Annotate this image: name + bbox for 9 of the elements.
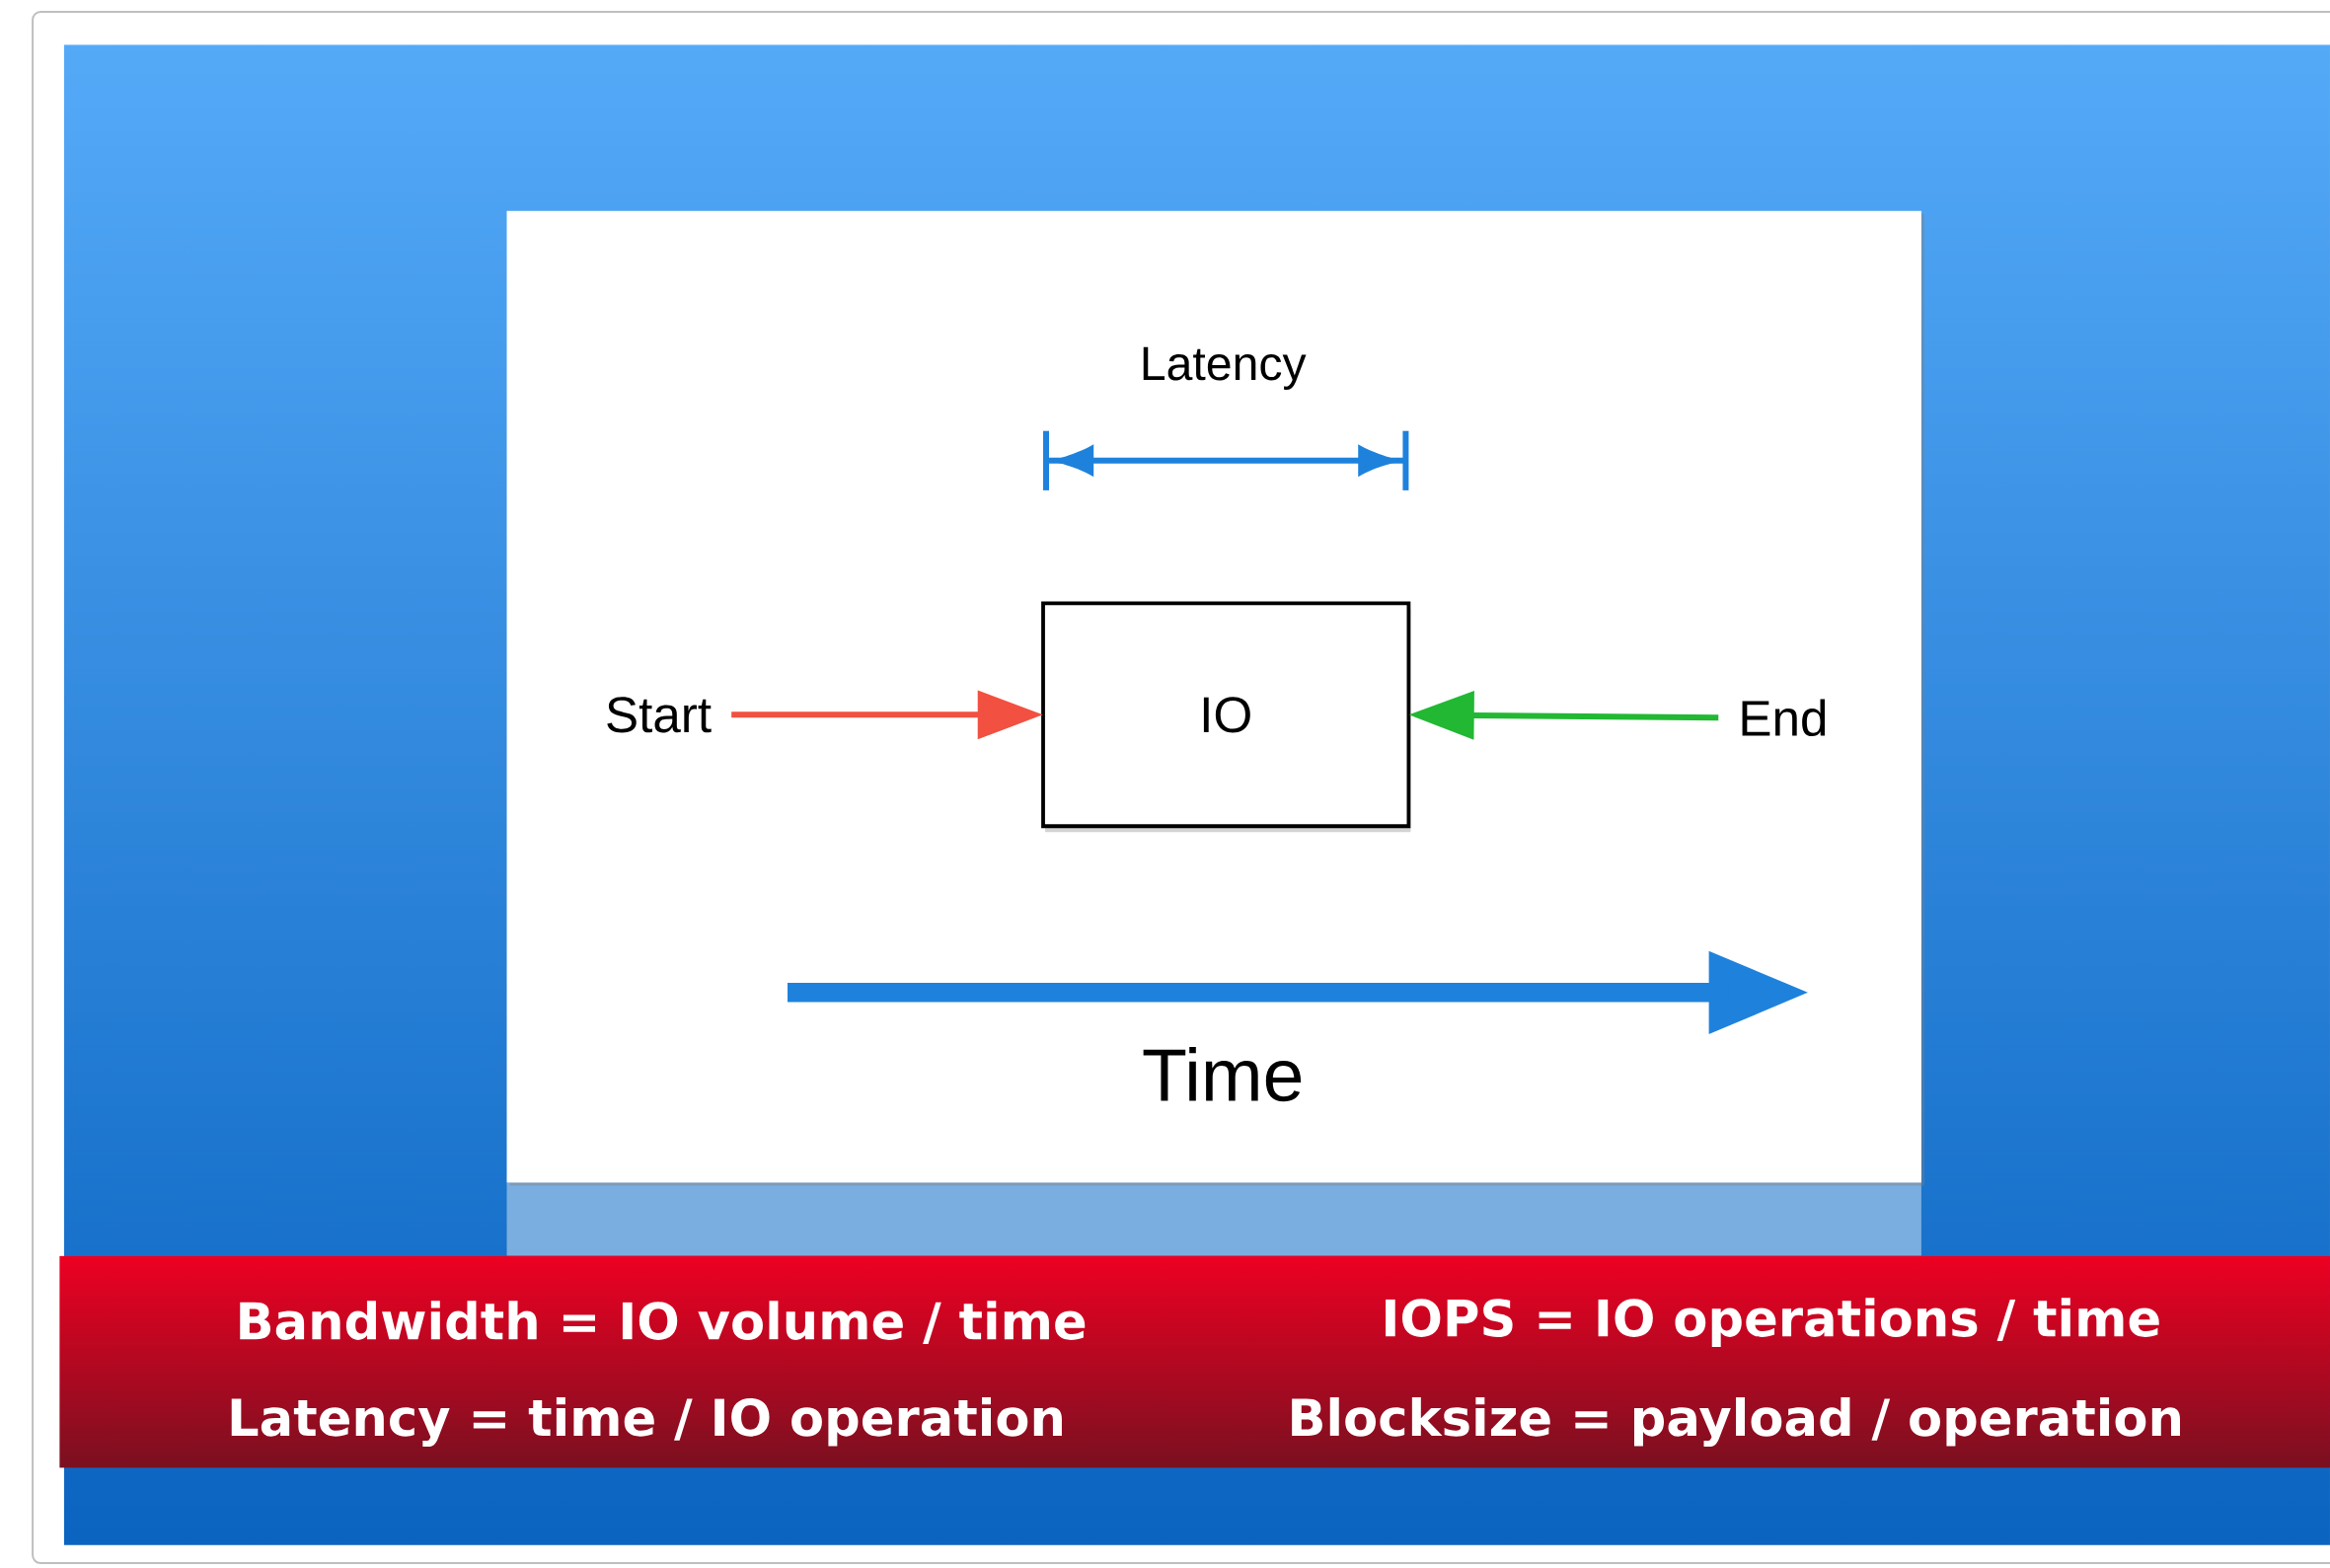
formula-text: Bandwidth = IO volume / time <box>240 1301 1086 1345</box>
formula-text: Blocksize = payload / operation <box>1292 1397 2180 1448</box>
end-label: End <box>1742 699 1826 737</box>
axis-label: Time <box>1143 1047 1302 1102</box>
process-box: IO <box>1041 601 1411 833</box>
dimension-label: Latency <box>1143 347 1307 391</box>
formula-text: Latency = time / IO operation <box>231 1397 1062 1448</box>
formula-text: IOPS = IO operations / time <box>1386 1298 2159 1348</box>
start-label: Start <box>607 697 712 733</box>
